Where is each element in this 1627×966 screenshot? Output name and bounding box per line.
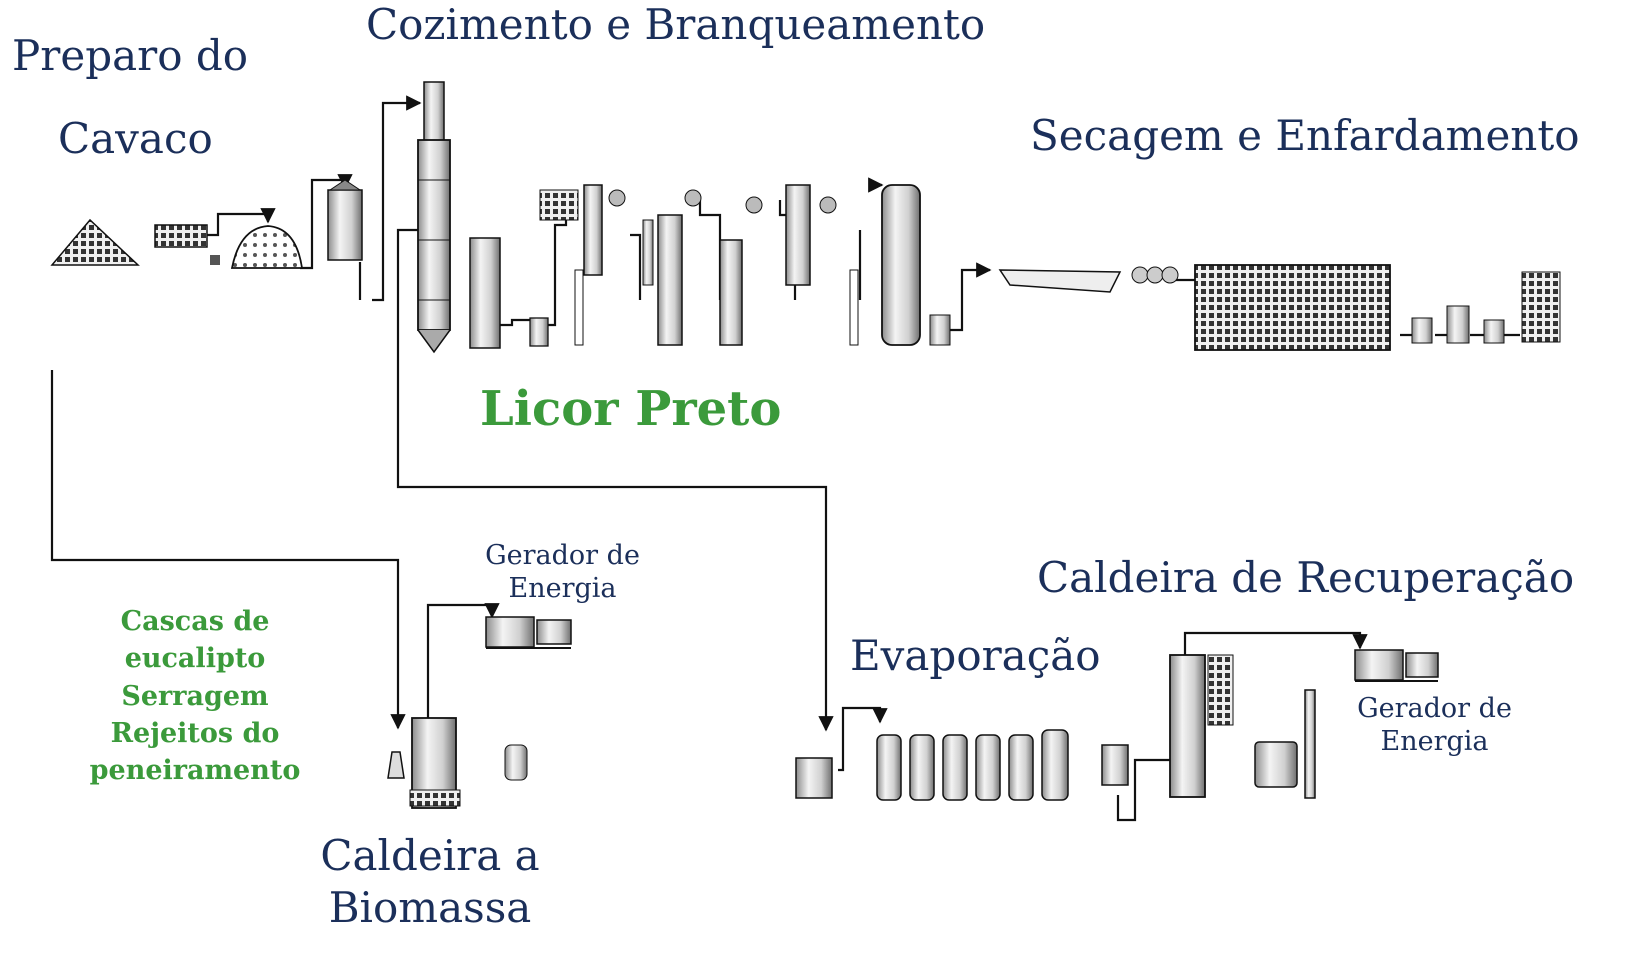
label-gerador-2-line1: Gerador de <box>1357 693 1512 724</box>
label-gerador-1: Gerador de Energia <box>480 542 645 602</box>
turbine-generator-icon <box>1354 649 1439 682</box>
bleaching-tower-icon <box>539 184 951 346</box>
flow-lines <box>50 103 1520 822</box>
stack-icon <box>1304 689 1316 799</box>
washer-icon <box>469 237 549 349</box>
label-secagem: Secagem e Enfardamento <box>1030 111 1580 160</box>
label-evaporacao: Evaporação <box>850 631 1101 680</box>
label-gerador-2-line2: Energia <box>1380 726 1489 757</box>
label-cozimento: Cozimento e Branqueamento <box>366 0 986 49</box>
label-licor-preto: Licor Preto <box>480 381 782 437</box>
label-caldeira-biomassa-line1: Caldeira a <box>320 831 540 880</box>
digester-icon <box>417 81 451 354</box>
label-preparo-line1: Preparo do <box>12 31 249 80</box>
evaporator-icon <box>795 729 1129 801</box>
chip-pile-icon <box>50 218 140 266</box>
label-gerador-2: Gerador de Energia <box>1352 695 1517 755</box>
label-caldeira-biomassa: Caldeira a Biomassa <box>290 835 570 929</box>
biomass-input-item: peneiramento <box>89 755 301 786</box>
biomass-input-item: eucalipto <box>124 643 266 675</box>
paper-machine-icon <box>998 266 1179 293</box>
biomass-input-item: Cascas de <box>120 606 270 637</box>
recovery-boiler-icon <box>1169 654 1298 798</box>
conveyor-icon <box>154 224 220 265</box>
label-caldeira-biomassa-line2: Biomassa <box>328 883 532 932</box>
biomass-input-item: Serragem <box>121 680 269 712</box>
label-caldeira-recuperacao: Caldeira de Recuperação <box>1037 553 1575 602</box>
biomass-input-item: Rejeitos do <box>110 717 280 749</box>
label-preparo-line2: Cavaco <box>58 114 213 163</box>
label-biomass-inputs: Cascas de eucalipto Serragem Rejeitos do… <box>70 603 320 789</box>
turbine-generator-icon <box>485 616 572 649</box>
label-gerador-1-line2: Energia <box>508 573 617 604</box>
dryer-icon <box>1194 264 1391 351</box>
label-gerador-1-line1: Gerador de <box>485 540 640 571</box>
boiler-icon <box>387 717 528 809</box>
chip-silo-icon <box>230 179 363 269</box>
bale-press-icon <box>1411 271 1561 344</box>
